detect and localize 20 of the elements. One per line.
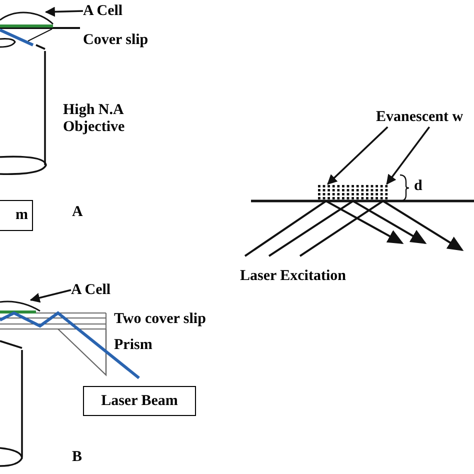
text-label: Cover slip <box>83 32 150 49</box>
text-label: Laser Excitation <box>240 268 347 285</box>
text-label: High N.A Objective <box>63 102 126 136</box>
cell-drawing <box>0 300 41 313</box>
callout-text: A Cell <box>71 281 123 299</box>
label-box: m <box>0 200 33 231</box>
callout-text: Evanescent w <box>376 108 473 127</box>
arrow <box>30 289 72 303</box>
text-label: d <box>414 178 424 195</box>
text-label: B <box>72 449 84 466</box>
text-label: Two cover slip <box>114 311 207 328</box>
arrow <box>44 6 84 17</box>
text-label: Prism <box>114 337 154 354</box>
cell-drawing <box>0 12 54 24</box>
label-box: Laser Beam <box>83 386 196 416</box>
text-label: A <box>72 204 84 221</box>
callout-text: A Cell <box>83 2 135 20</box>
arrow <box>327 126 388 185</box>
evanescent-field-dots <box>317 184 389 200</box>
arrow <box>386 126 430 185</box>
